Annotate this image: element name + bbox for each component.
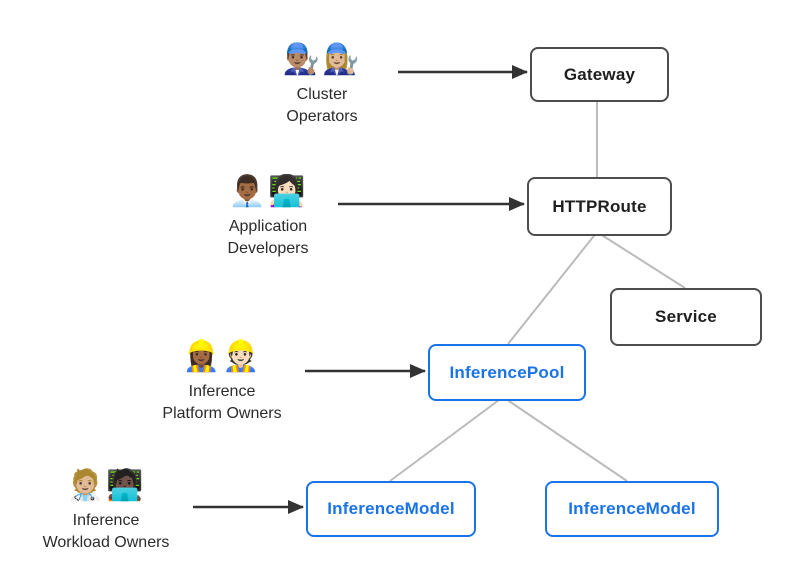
node-gateway: Gateway xyxy=(530,47,669,102)
node-inferencemodel-2-label: InferenceModel xyxy=(568,499,696,518)
persona-label: Application Developers xyxy=(173,216,363,260)
mechanics-emoji-icon: 👨🏽‍🔧👩🏼‍🔧 xyxy=(282,43,362,76)
health-worker-technologist-emoji-icon: 🧑🏼‍⚕️🧑🏿‍💻 xyxy=(66,469,146,502)
node-httproute-label: HTTPRoute xyxy=(552,196,647,216)
persona-label-line1: Inference xyxy=(72,512,140,529)
node-service: Service xyxy=(610,288,762,346)
persona-application-developers: 👨🏾‍💼👩🏻‍💻 Application Developers xyxy=(173,170,363,260)
persona-label-line1: Application xyxy=(228,218,308,235)
connector-httproute-service xyxy=(596,231,686,289)
node-inferencepool: InferencePool xyxy=(428,344,586,401)
persona-cluster-operators: 👨🏽‍🔧👩🏼‍🔧 Cluster Operators xyxy=(227,38,417,128)
persona-label-line1: Cluster xyxy=(296,86,348,103)
persona-label-line2: Operators xyxy=(286,108,358,125)
persona-label-line1: Inference xyxy=(188,383,256,400)
persona-inference-workload-owners: 🧑🏼‍⚕️🧑🏿‍💻 Inference Workload Owners xyxy=(11,464,201,554)
persona-label-line2: Workload Owners xyxy=(42,534,170,551)
node-gateway-label: Gateway xyxy=(563,64,636,84)
connector-inferencepool-inferencemodel-2 xyxy=(502,396,628,482)
persona-label-line2: Developers xyxy=(227,240,309,257)
node-inferencemodel-2: InferenceModel xyxy=(545,481,719,537)
persona-label: Cluster Operators xyxy=(227,84,417,128)
office-worker-technologist-emoji-icon: 👨🏾‍💼👩🏻‍💻 xyxy=(228,175,308,208)
node-inferencemodel-1-label: InferenceModel xyxy=(327,499,455,518)
node-inferencepool-label: InferencePool xyxy=(449,362,565,382)
persona-label: Inference Workload Owners xyxy=(11,510,201,554)
persona-label-line2: Platform Owners xyxy=(162,405,282,422)
connector-httproute-inferencepool xyxy=(507,231,598,345)
connector-inferencepool-inferencemodel-1 xyxy=(389,396,504,482)
construction-workers-emoji-icon: 👷🏾‍♀️👷🏻 xyxy=(182,340,262,373)
node-httproute: HTTPRoute xyxy=(527,177,672,236)
node-service-label: Service xyxy=(655,307,717,326)
node-inferencemodel-1: InferenceModel xyxy=(306,481,476,537)
persona-inference-platform-owners: 👷🏾‍♀️👷🏻 Inference Platform Owners xyxy=(127,335,317,425)
persona-label: Inference Platform Owners xyxy=(127,381,317,425)
